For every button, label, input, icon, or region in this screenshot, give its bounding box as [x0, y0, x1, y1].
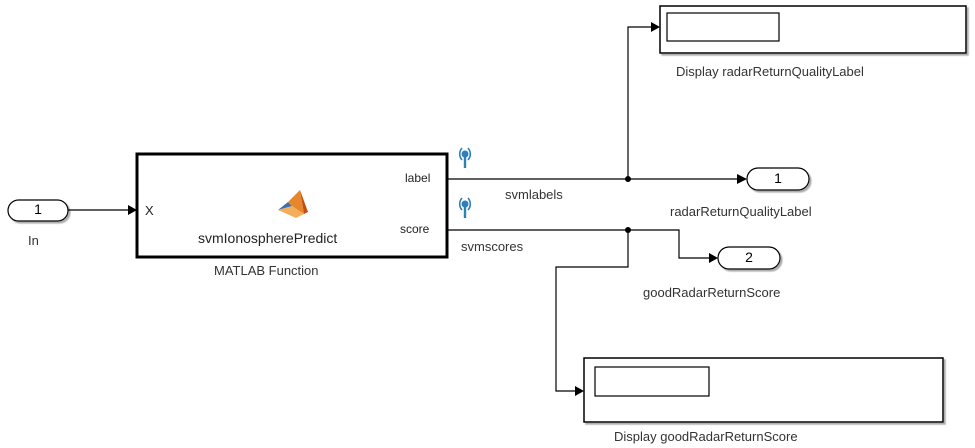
outport-2-label: goodRadarReturnScore	[643, 285, 781, 300]
outport-1-number: 1	[774, 170, 782, 186]
arrowhead-icon	[651, 22, 660, 32]
display-2-readout	[594, 366, 710, 397]
signal-logging-icon[interactable]	[458, 147, 472, 168]
outport-1-block[interactable]	[746, 167, 810, 191]
outport-1-label: radarReturnQualityLabel	[670, 204, 812, 219]
svmlabels-line[interactable]	[447, 26, 737, 180]
branch-point-labels	[625, 176, 631, 182]
matlab-logo-icon	[278, 190, 308, 218]
arrowhead-icon	[128, 205, 137, 215]
branch-point-scores	[625, 227, 631, 233]
arrowhead-icon	[575, 386, 584, 396]
inport-1-label: In	[28, 233, 39, 248]
matlab-output-port-score: score	[400, 222, 430, 236]
signal-label-svmscores: svmscores	[461, 239, 524, 254]
matlab-input-port-x: X	[145, 203, 154, 218]
svmscores-line[interactable]	[447, 229, 709, 392]
arrowhead-icon	[709, 253, 718, 263]
matlab-block-caption: MATLAB Function	[214, 263, 319, 278]
matlab-function-name: svmIonospherePredict	[198, 230, 338, 246]
arrowhead-icon	[737, 174, 747, 184]
outport-2-number: 2	[745, 249, 753, 265]
matlab-output-port-label: label	[405, 171, 431, 185]
inport-1-number: 1	[34, 201, 42, 217]
outport-2-block[interactable]	[717, 246, 781, 270]
signal-label-svmlabels: svmlabels	[505, 187, 563, 202]
display-1-readout	[666, 12, 780, 42]
display-2-label: Display goodRadarReturnScore	[614, 429, 798, 444]
display-1-label: Display radarReturnQualityLabel	[676, 64, 864, 79]
signal-logging-icon[interactable]	[458, 197, 472, 218]
